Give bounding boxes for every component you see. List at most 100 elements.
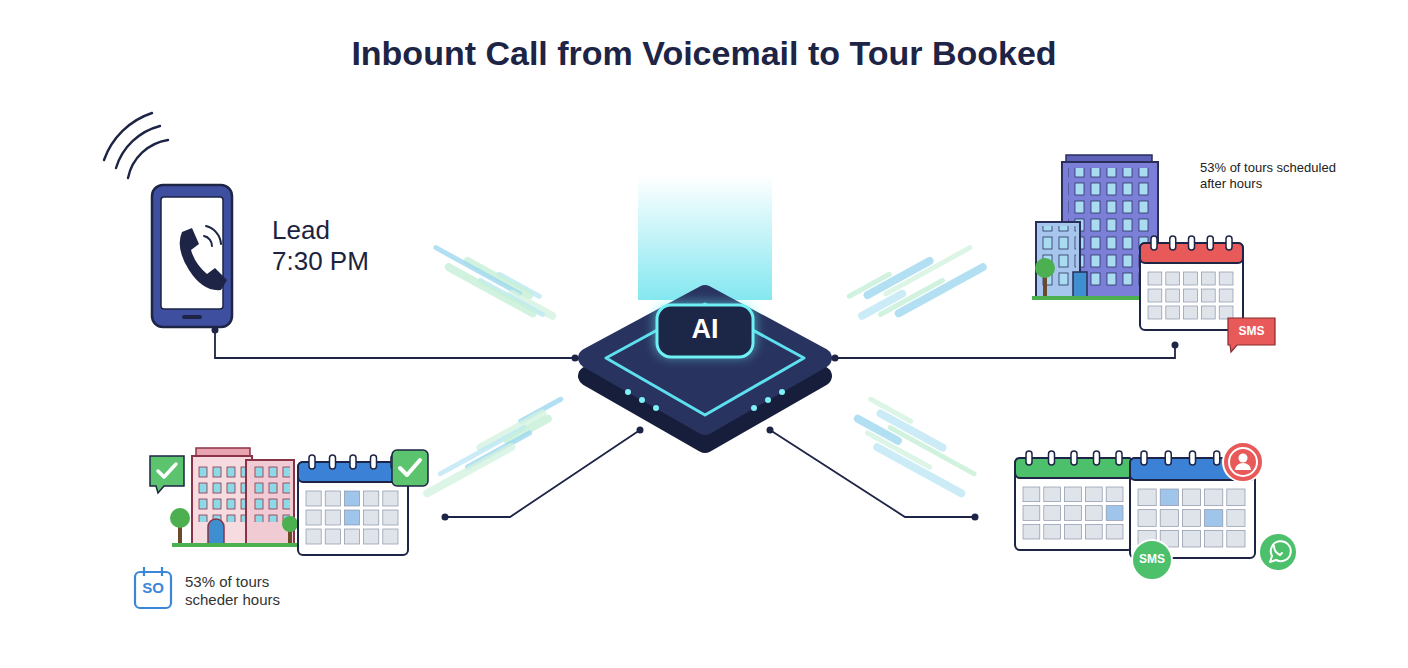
- calendar-grid: [1160, 510, 1178, 527]
- calendar-grid: [383, 510, 398, 525]
- calendar-rings: [1170, 236, 1176, 250]
- phone-body: [182, 315, 202, 319]
- calendar-icon: [1015, 458, 1133, 550]
- calendar-grid: [325, 491, 340, 506]
- sms-circle: [1132, 540, 1172, 580]
- ai-chip: [625, 389, 631, 395]
- calendar-grid: [1182, 530, 1200, 547]
- sms-label: SMS: [1132, 552, 1172, 566]
- ai-chip: [655, 303, 755, 357]
- calendar-grid: [1227, 530, 1245, 547]
- connector-dot: [767, 427, 774, 434]
- lead-call: Lead 7:30 PM: [150, 135, 385, 330]
- light-streaks: [899, 267, 983, 313]
- whatsapp-icon: [1270, 541, 1291, 562]
- apartment-buildings: [282, 516, 298, 532]
- apartment-buildings: [250, 466, 290, 522]
- calendar-grid: [1166, 306, 1180, 319]
- calendar-grid: [383, 529, 398, 544]
- connector-dot: [832, 355, 839, 362]
- contact-badge: [1239, 454, 1248, 463]
- calendar-rings: [350, 455, 356, 469]
- calendar-grid: [1219, 272, 1233, 285]
- phone-body: [161, 197, 223, 309]
- calendar-grid: [1148, 306, 1162, 319]
- calendar-rings: [1165, 451, 1171, 465]
- calendar-grid: [1166, 272, 1180, 285]
- calendar-grid: [1138, 489, 1156, 506]
- sms-label: SMS: [1228, 324, 1275, 338]
- calendar-grid: [344, 491, 359, 506]
- apartment-buildings: [192, 456, 252, 545]
- tour-confirmed: SO 53% of tours scheder hours: [130, 440, 445, 620]
- ai-chip: [779, 389, 785, 395]
- connector-dot: [572, 355, 579, 362]
- calendar-rings: [371, 455, 377, 469]
- sms-badge: [1228, 318, 1275, 352]
- ai-chip: [639, 397, 645, 403]
- calendar-rings: [1049, 451, 1055, 465]
- ai-chip: [588, 295, 822, 425]
- contact-badge: [1223, 442, 1263, 482]
- text-holder: SMS: [1132, 552, 1172, 566]
- ai-chip: [765, 397, 771, 403]
- ai-label: AI: [657, 313, 753, 345]
- calendar-grid: [1023, 487, 1040, 502]
- follow-up-messages: SMS: [975, 440, 1300, 580]
- calendar-grid: [1106, 524, 1123, 539]
- light-streaks: [449, 267, 533, 313]
- ai-chip: [657, 305, 753, 357]
- calendar-grid: [1065, 524, 1082, 539]
- calendar-grid: [383, 491, 398, 506]
- stat-note: 53% of tours scheder hours: [185, 573, 290, 609]
- calendar-rings: [1071, 451, 1077, 465]
- calendar-rings: [1141, 451, 1147, 465]
- sms-circle: [1132, 540, 1172, 580]
- ai-chip: [606, 304, 804, 415]
- calendar-rings: [1094, 451, 1100, 465]
- title-holder: Inbount Call from Voicemail to Tour Book…: [0, 34, 1408, 73]
- calendar-grid: [1227, 510, 1245, 527]
- connector-dot: [637, 427, 644, 434]
- phone-icon: [104, 113, 152, 160]
- calendar-grid: [1182, 489, 1200, 506]
- calendar-rings: [1189, 236, 1195, 250]
- text-holder: SO: [135, 579, 171, 597]
- diagram-title: Inbount Call from Voicemail to Tour Book…: [351, 34, 1056, 72]
- text-holder: AI: [657, 313, 753, 345]
- check-badge: [392, 450, 428, 486]
- calendar-grid: [364, 491, 379, 506]
- calendar-rings: [1190, 451, 1196, 465]
- contact-badge: [1229, 448, 1257, 476]
- calendar-rings: [1026, 451, 1032, 465]
- phone-body: [152, 185, 232, 327]
- calendar-rings: [330, 455, 336, 469]
- calendar-grid: [1148, 289, 1162, 302]
- ai-engine: AI: [575, 285, 835, 430]
- connector-line: [770, 430, 975, 517]
- apartment-buildings: [1073, 272, 1087, 298]
- calendar-icon: [1140, 243, 1243, 330]
- schedule-icon: [135, 567, 171, 608]
- ai-chip: [751, 405, 757, 411]
- calendar-grid: [344, 529, 359, 544]
- ai-chip: [653, 405, 659, 411]
- connector-dot: [1172, 342, 1179, 349]
- whatsapp-icon: [1274, 546, 1282, 555]
- calendar-grid: [1065, 506, 1082, 521]
- contact-badge: [1223, 442, 1263, 482]
- calendar-grid: [1138, 510, 1156, 527]
- contact-badge: [1235, 463, 1251, 470]
- calendar-icon: [1140, 243, 1243, 330]
- calendar-grid: [325, 510, 340, 525]
- calendar-grid: [1182, 510, 1200, 527]
- calendar-grid: [1205, 530, 1223, 547]
- connector-dot: [972, 514, 979, 521]
- calendar-grid: [1201, 272, 1215, 285]
- calendar-grid: [1044, 487, 1061, 502]
- light-streaks: [427, 447, 511, 493]
- calendar-grid: [364, 510, 379, 525]
- calendar-grid: [1184, 289, 1198, 302]
